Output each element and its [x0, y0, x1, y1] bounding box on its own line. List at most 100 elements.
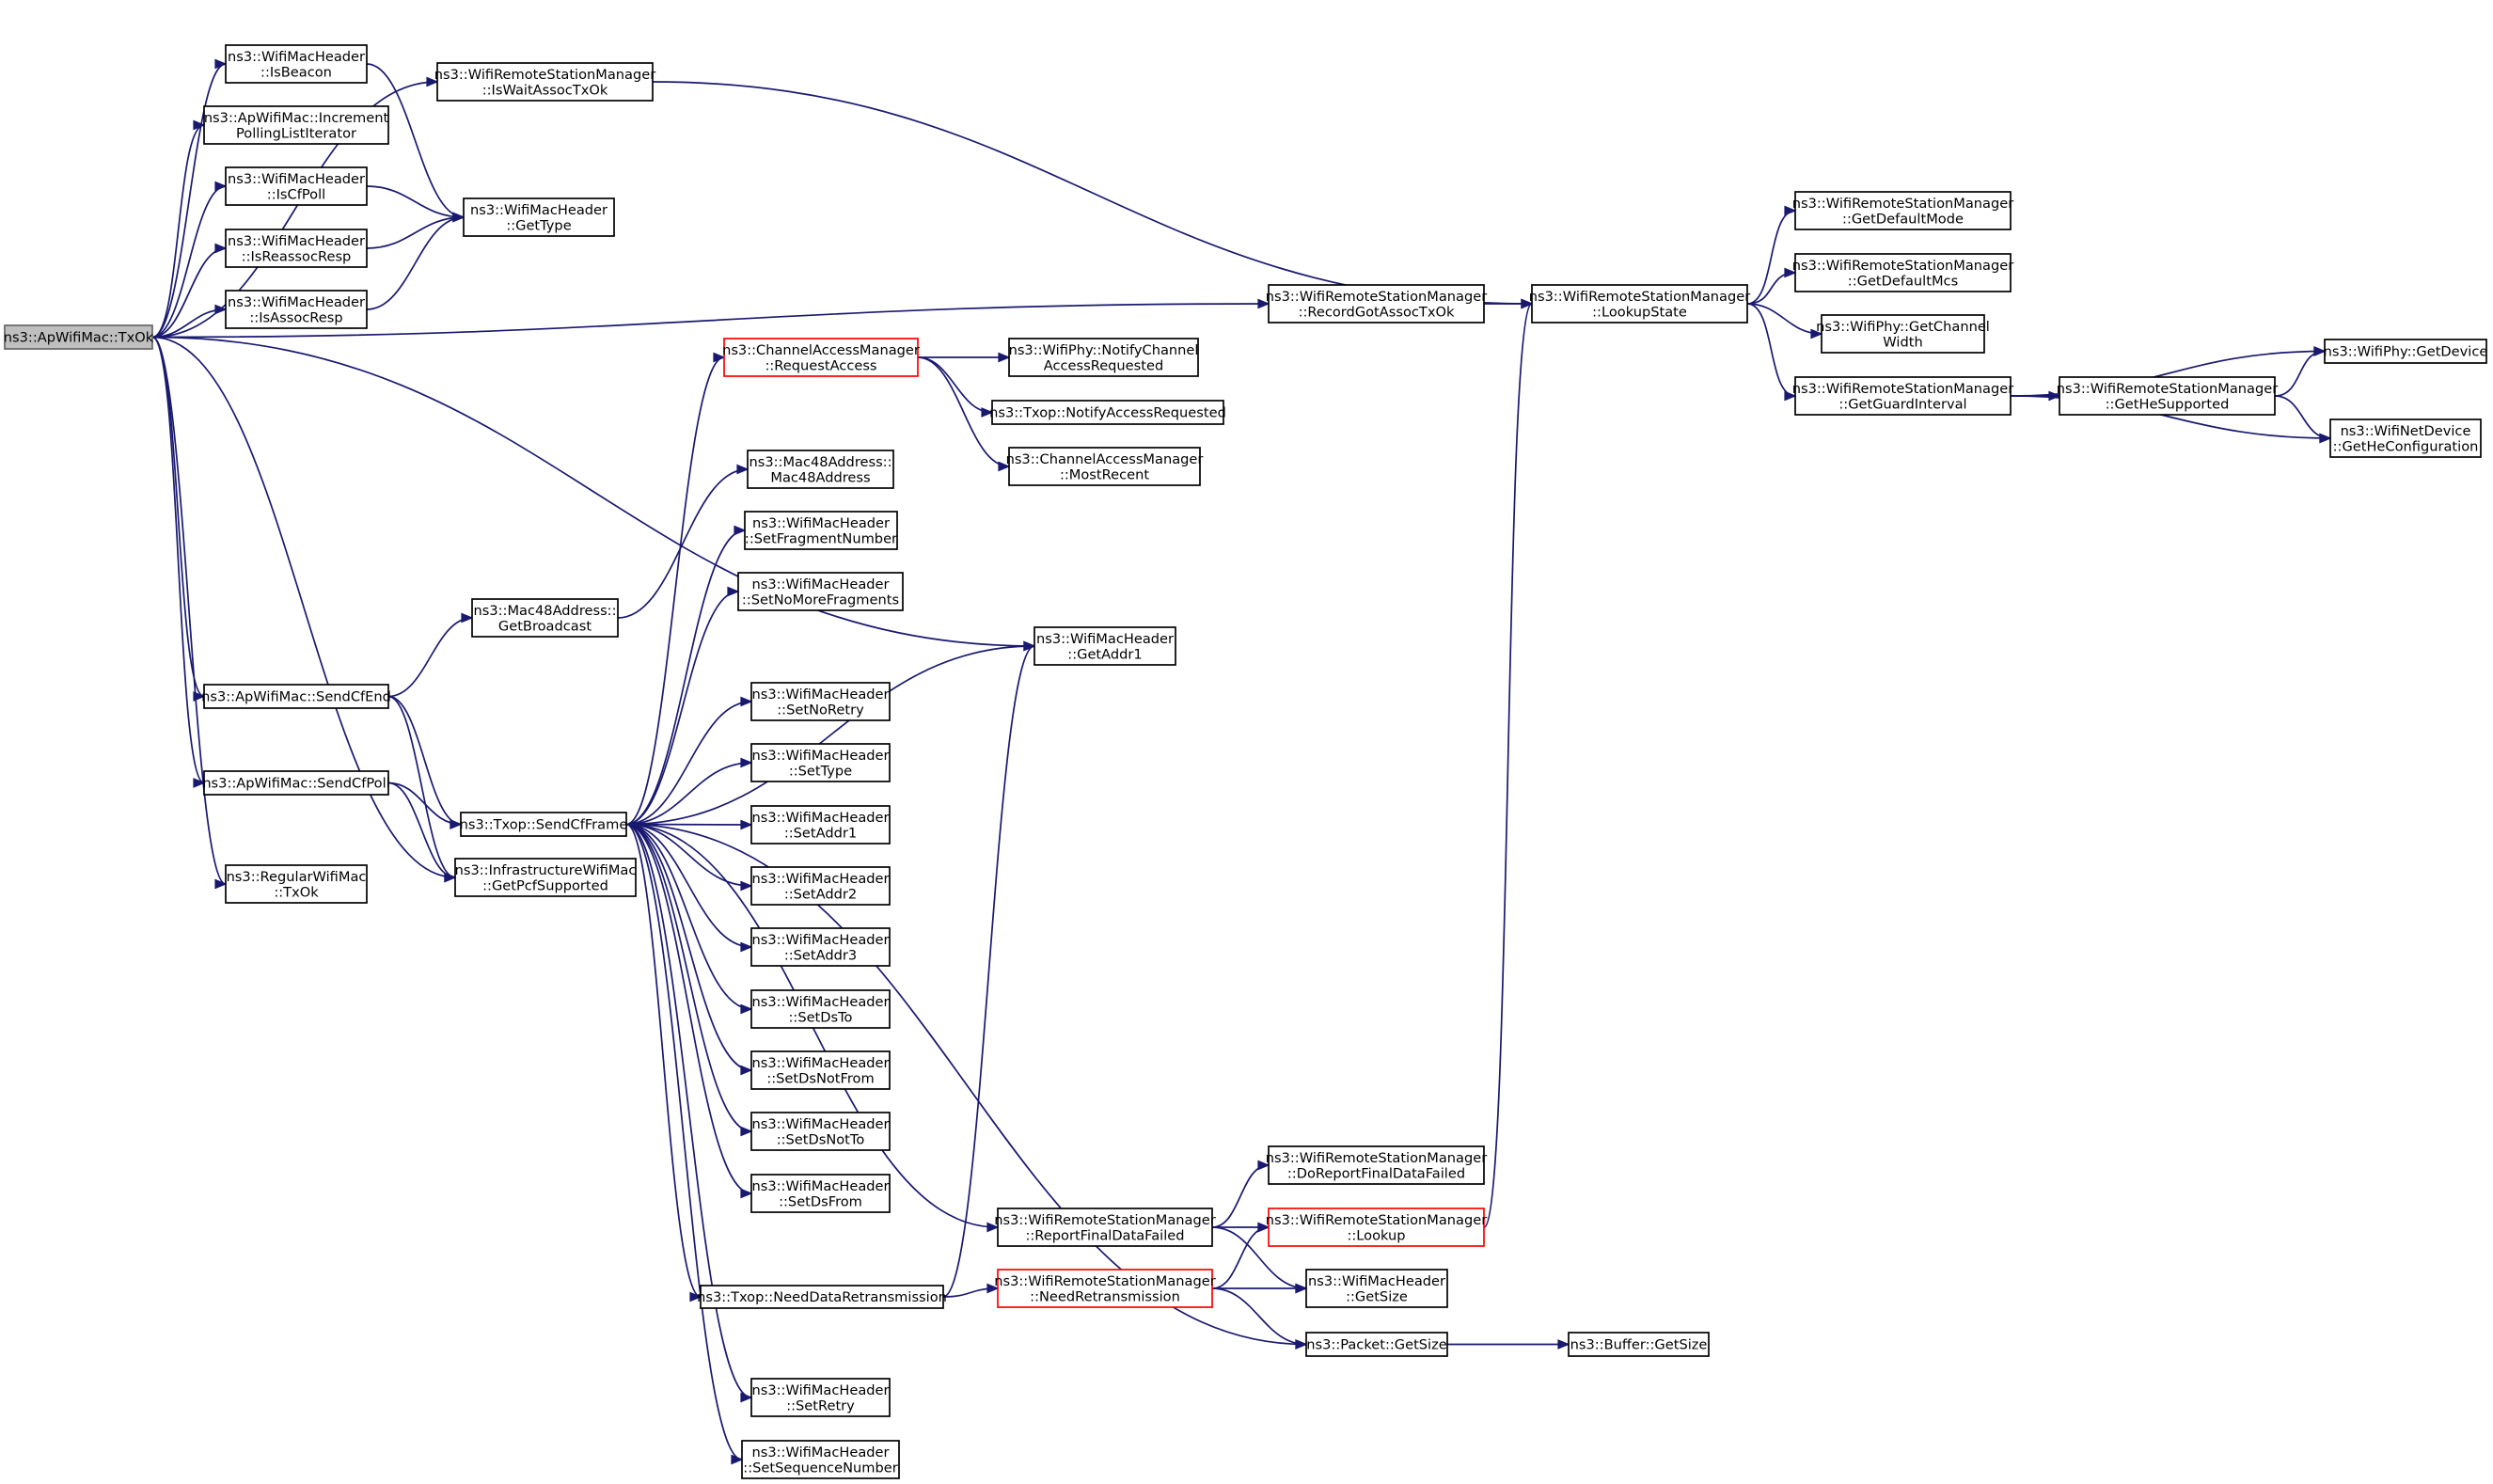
- edge-sendcfframe-to-setaddr2: [625, 823, 753, 892]
- node-setaddr2[interactable]: ns3::WifiMacHeader::SetAddr2: [750, 866, 891, 906]
- node-label: ns3::WifiMacHeader: [751, 687, 889, 703]
- node-mac48[interactable]: ns3::Mac48Address::Mac48Address: [747, 450, 894, 489]
- arrowhead: [426, 76, 439, 87]
- arrowhead: [214, 181, 228, 192]
- edge-lookupstate-to-getguard: [1746, 303, 1797, 402]
- node-label: ns3::WifiMacHeader: [1308, 1273, 1445, 1289]
- node-getdevice[interactable]: ns3::WifiPhy::GetDevice: [2324, 339, 2488, 364]
- node-label: ::IsWaitAssocTxOk: [482, 82, 608, 98]
- arrowhead: [736, 464, 749, 475]
- edge-reqaccess-to-notifyaccess: [917, 356, 994, 418]
- edge-reqaccess-to-notifychan: [917, 352, 1011, 363]
- node-settype[interactable]: ns3::WifiMacHeader::SetType: [750, 743, 891, 782]
- node-setseq[interactable]: ns3::WifiMacHeader::SetSequenceNumber: [741, 1440, 900, 1479]
- node-sendcfpoll[interactable]: ns3::ApWifiMac::SendCfPoll: [202, 770, 390, 796]
- arrowhead: [740, 819, 753, 830]
- node-setfrag[interactable]: ns3::WifiMacHeader::SetFragmentNumber: [744, 511, 898, 550]
- node-gethesupp[interactable]: ns3::WifiRemoteStationManager::GetHeSupp…: [2057, 376, 2279, 416]
- arrowhead: [461, 612, 474, 624]
- node-setdsnotto[interactable]: ns3::WifiMacHeader::SetDsNotTo: [750, 1112, 891, 1151]
- node-setaddr3[interactable]: ns3::WifiMacHeader::SetAddr3: [750, 927, 891, 967]
- edge-sendcfpoll-to-sendcfframe: [387, 781, 463, 829]
- edge-sendcfend-to-getbcast: [387, 612, 474, 698]
- edge-lookupstate-to-getdefmcs: [1746, 267, 1797, 305]
- node-getdefmcs[interactable]: ns3::WifiRemoteStationManager::GetDefaul…: [1792, 253, 2014, 292]
- node-notifychan[interactable]: ns3::WifiPhy::NotifyChannelAccessRequest…: [1008, 338, 1199, 377]
- node-label: ns3::ApWifiMac::SendCfEnd: [201, 689, 391, 705]
- node-bufgetsize[interactable]: ns3::Buffer::GetSize: [1568, 1332, 1710, 1357]
- node-recordgot[interactable]: ns3::WifiRemoteStationManager::RecordGot…: [1266, 284, 1488, 324]
- node-box: [460, 812, 627, 837]
- node-box: [741, 1440, 900, 1479]
- arrowhead: [1784, 267, 1797, 278]
- node-setdsto[interactable]: ns3::WifiMacHeader::SetDsTo: [750, 989, 891, 1029]
- node-reqaccess[interactable]: ns3::ChannelAccessManager::RequestAccess: [722, 338, 920, 377]
- edge-root-to-sendcfend: [151, 336, 206, 702]
- node-label: ns3::WifiMacHeader: [752, 515, 890, 531]
- node-regtxok[interactable]: ns3::RegularWifiMac::TxOk: [225, 864, 368, 904]
- node-needdataretx[interactable]: ns3::Txop::NeedDataRetransmission: [697, 1285, 947, 1309]
- node-getaddr1[interactable]: ns3::WifiMacHeader::GetAddr1: [1033, 626, 1176, 666]
- node-gethecfg[interactable]: ns3::WifiNetDevice::GetHeConfiguration: [2329, 418, 2482, 458]
- node-box: [1008, 447, 1201, 486]
- node-getpcf[interactable]: ns3::InfrastructureWifiMac::GetPcfSuppor…: [454, 858, 637, 897]
- node-sendcfframe[interactable]: ns3::Txop::SendCfFrame: [460, 812, 628, 837]
- node-label: ::GetHeSupported: [2106, 396, 2230, 412]
- node-setretry[interactable]: ns3::WifiMacHeader::SetRetry: [750, 1378, 891, 1417]
- node-mostrecent[interactable]: ns3::ChannelAccessManager::MostRecent: [1006, 447, 1204, 486]
- node-box: [997, 1208, 1213, 1247]
- node-setnoretry[interactable]: ns3::WifiMacHeader::SetNoRetry: [750, 682, 891, 721]
- node-label: ns3::WifiPhy::GetChannel: [1816, 319, 1990, 335]
- arrowhead: [193, 119, 206, 131]
- node-gettype[interactable]: ns3::WifiMacHeader::GetType: [463, 197, 615, 237]
- node-getdefmode[interactable]: ns3::WifiRemoteStationManager::GetDefaul…: [1792, 191, 2014, 230]
- node-getguard[interactable]: ns3::WifiRemoteStationManager::GetGuardI…: [1792, 376, 2014, 416]
- node-getbcast[interactable]: ns3::Mac48Address::GetBroadcast: [471, 598, 619, 638]
- node-label: ::SetNoMoreFragments: [742, 592, 899, 608]
- node-box: [1794, 253, 2012, 292]
- arrowhead: [1557, 1339, 1570, 1350]
- node-lookupstate[interactable]: ns3::WifiRemoteStationManager::LookupSta…: [1529, 284, 1751, 324]
- node-notifyaccess[interactable]: ns3::Txop::NotifyAccessRequested: [989, 400, 1226, 425]
- node-iswait[interactable]: ns3::WifiRemoteStationManager::IsWaitAss…: [434, 62, 656, 102]
- node-iscfpoll[interactable]: ns3::WifiMacHeader::IsCfPoll: [225, 166, 368, 206]
- arrowhead: [1295, 1339, 1308, 1350]
- arrowhead: [727, 586, 740, 597]
- node-getsizehdr[interactable]: ns3::WifiMacHeader::GetSize: [1305, 1269, 1448, 1308]
- arrowhead: [1257, 1160, 1270, 1171]
- node-isreassoc[interactable]: ns3::WifiMacHeader::IsReassocResp: [225, 229, 368, 268]
- node-box: [1305, 1332, 1448, 1357]
- arrowhead: [1784, 390, 1797, 402]
- node-box: [463, 197, 615, 237]
- node-setnomore[interactable]: ns3::WifiMacHeader::SetNoMoreFragments: [737, 572, 904, 611]
- node-isbeacon[interactable]: ns3::WifiMacHeader::IsBeacon: [225, 44, 368, 84]
- node-lookup[interactable]: ns3::WifiRemoteStationManager::Lookup: [1266, 1208, 1488, 1247]
- arrowhead: [713, 352, 726, 363]
- edge-root-to-getpcf: [151, 336, 457, 883]
- node-label: ns3::ApWifiMac::Increment: [204, 110, 389, 126]
- node-label: ::GetType: [506, 217, 571, 233]
- node-root[interactable]: ns3::ApWifiMac::TxOk: [4, 324, 154, 350]
- node-setaddr1[interactable]: ns3::WifiMacHeader::SetAddr1: [750, 805, 891, 845]
- node-doreport[interactable]: ns3::WifiRemoteStationManager::DoReportF…: [1266, 1145, 1488, 1185]
- node-incpoll[interactable]: ns3::ApWifiMac::IncrementPollingListIter…: [203, 105, 389, 145]
- node-setdsfrom[interactable]: ns3::WifiMacHeader::SetDsFrom: [750, 1174, 891, 1213]
- edge-sendcfframe-to-setaddr3: [625, 823, 753, 953]
- arrowhead: [740, 1188, 753, 1199]
- node-label: ns3::WifiRemoteStationManager: [1529, 289, 1751, 305]
- node-reportfinal[interactable]: ns3::WifiRemoteStationManager::ReportFin…: [994, 1208, 1216, 1247]
- node-pktgetsize[interactable]: ns3::Packet::GetSize: [1305, 1332, 1448, 1357]
- node-label: ns3::ChannelAccessManager: [722, 342, 920, 358]
- edge-iscfpoll-to-gettype: [366, 185, 465, 223]
- node-needretx[interactable]: ns3::WifiRemoteStationManager::NeedRetra…: [994, 1269, 1216, 1308]
- node-label: ns3::WifiMacHeader: [228, 233, 365, 249]
- edge-sendcfframe-to-settype: [625, 757, 753, 826]
- node-setdsnotfrom[interactable]: ns3::WifiMacHeader::SetDsNotFrom: [750, 1050, 891, 1090]
- edge-pktgetsize-to-bufgetsize: [1446, 1339, 1570, 1350]
- node-label: ::IsReassocResp: [242, 248, 352, 264]
- node-isassoc[interactable]: ns3::WifiMacHeader::IsAssocResp: [225, 290, 368, 329]
- node-box: [1268, 1145, 1485, 1185]
- node-label: ::GetPcfSupported: [482, 877, 608, 893]
- node-sendcfend[interactable]: ns3::ApWifiMac::SendCfEnd: [201, 684, 391, 709]
